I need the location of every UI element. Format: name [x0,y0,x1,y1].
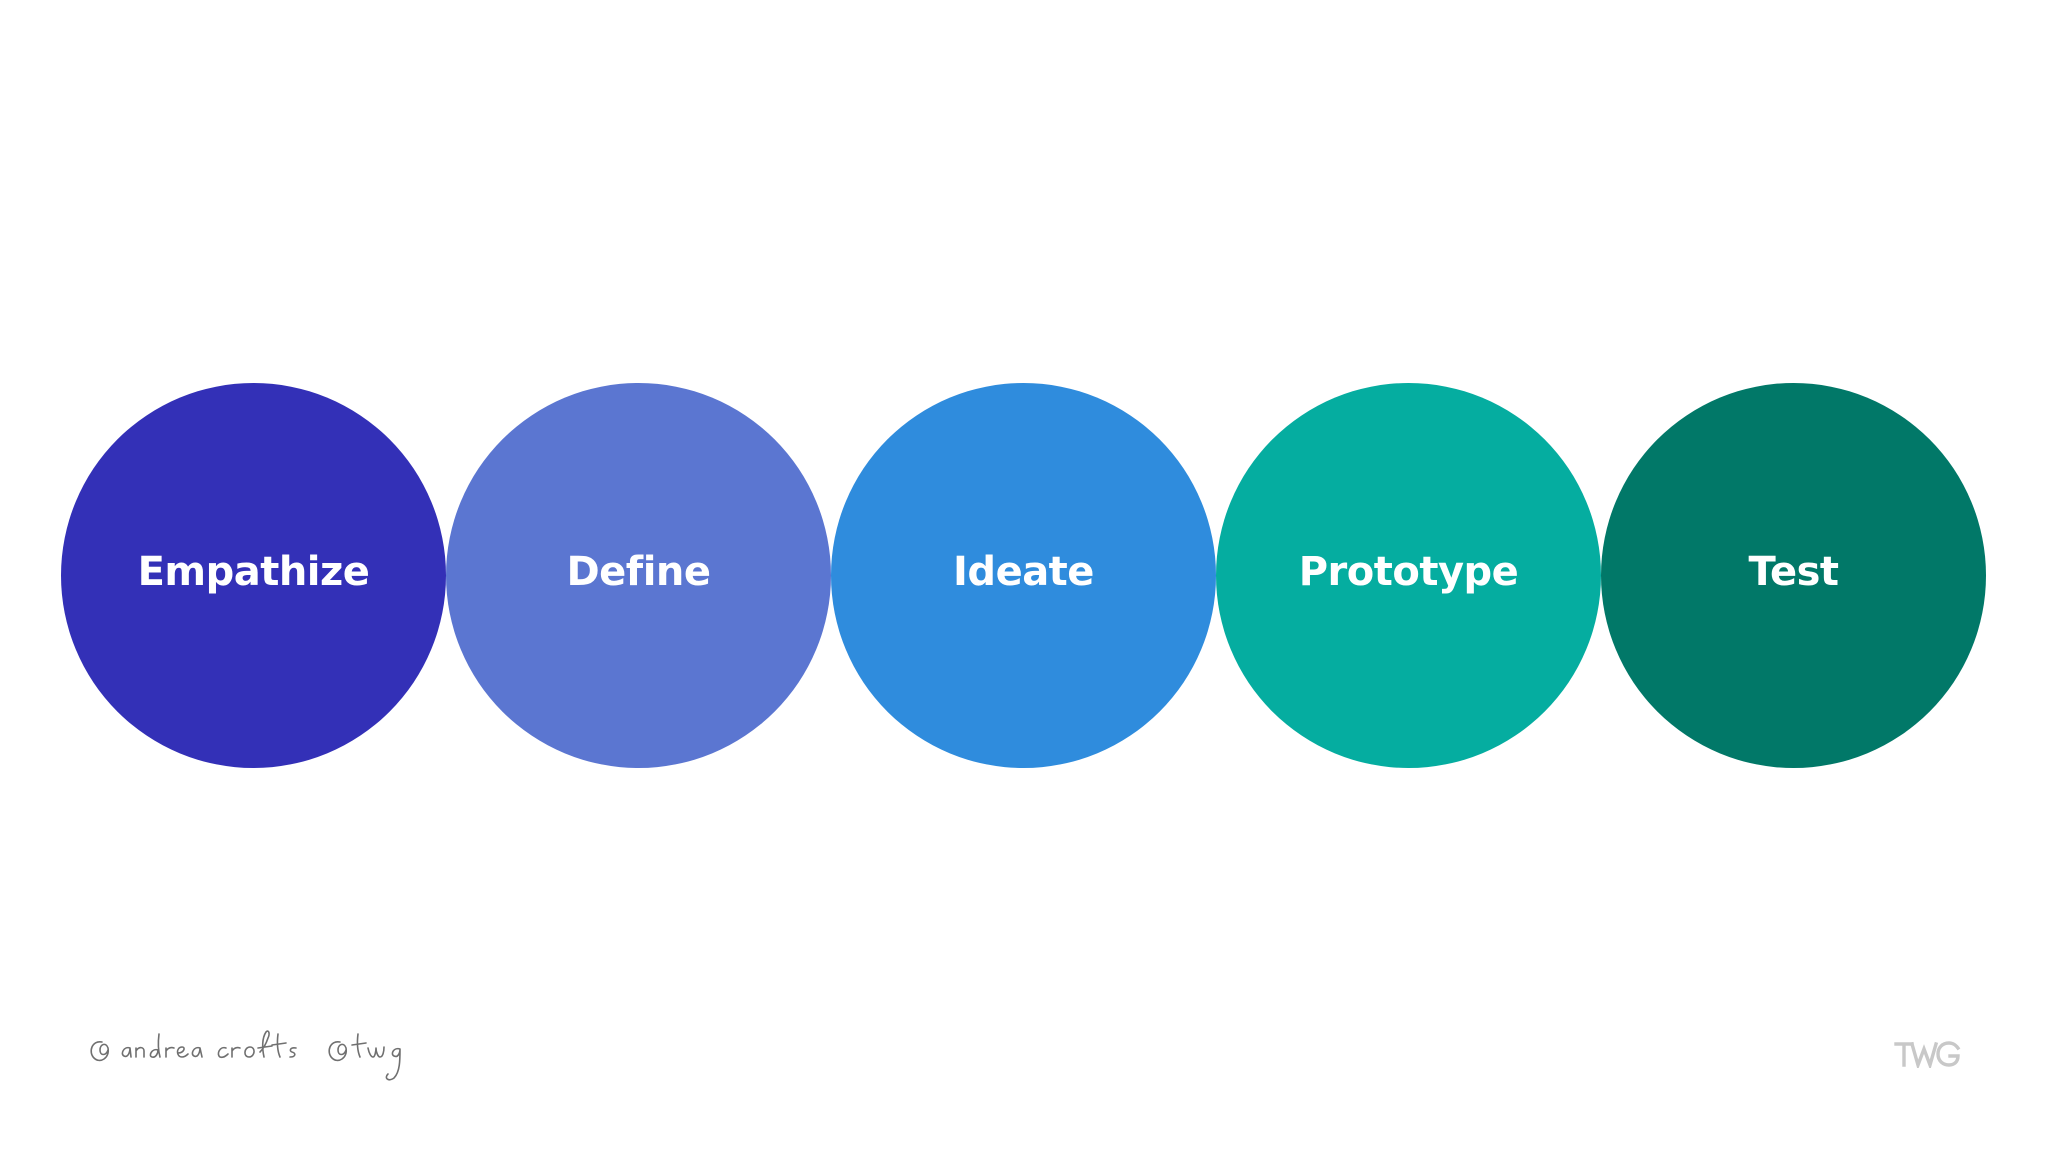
stage-circle-test: Test [1601,383,1986,768]
handwritten-signature [86,1020,476,1100]
signature-graphic [90,1030,401,1081]
stage-label-test: Test [1748,548,1839,595]
stage-label-empathize: Empathize [137,548,370,595]
stage-circle-define: Define [446,383,831,768]
stage-label-prototype: Prototype [1298,548,1519,595]
stage-circle-empathize: Empathize [61,383,446,768]
stage-circle-prototype: Prototype [1216,383,1601,768]
twg-logo [1894,1040,1964,1068]
stage-circle-ideate: Ideate [831,383,1216,768]
stage-label-ideate: Ideate [953,548,1094,595]
stage-label-define: Define [566,548,711,595]
twg-logo-graphic [1894,1041,1961,1068]
